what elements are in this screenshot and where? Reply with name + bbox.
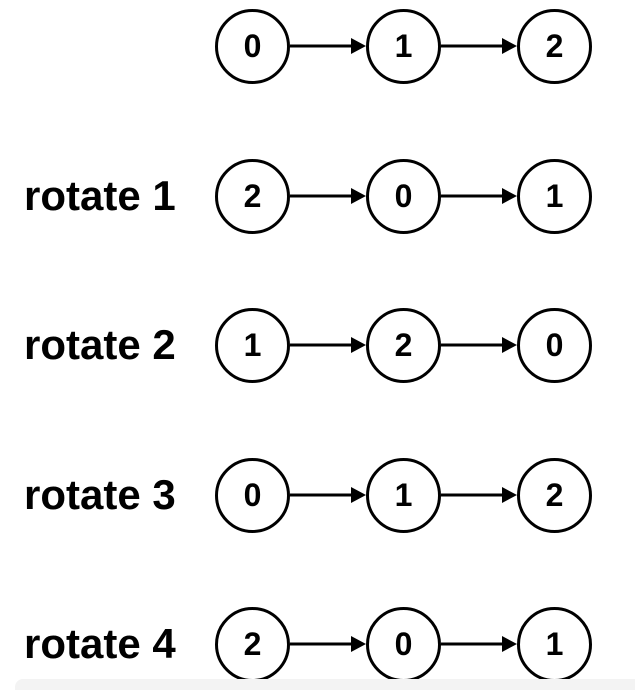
- node-value: 1: [394, 477, 413, 513]
- row-label: rotate 3: [24, 471, 176, 518]
- node-value: 0: [243, 28, 262, 64]
- list-node: 2: [215, 158, 290, 234]
- bottom-panel-edge: [15, 679, 635, 690]
- list-row-rotate-1: rotate 1 2 0 1: [0, 158, 635, 234]
- list-node: 1: [215, 307, 290, 383]
- linked-list-chain: 0 1 2: [215, 8, 592, 84]
- next-pointer-arrow-icon: [441, 37, 517, 55]
- next-pointer-arrow-icon: [290, 187, 366, 205]
- node-value: 2: [394, 327, 413, 363]
- linked-list-chain: 1 2 0: [215, 307, 592, 383]
- list-node: 2: [517, 457, 592, 533]
- list-row-rotate-3: rotate 3 0 1 2: [0, 457, 635, 533]
- list-node: 0: [366, 606, 441, 682]
- node-value: 2: [545, 28, 564, 64]
- node-value: 1: [545, 626, 564, 662]
- next-pointer-arrow-icon: [290, 37, 366, 55]
- node-value: 0: [394, 626, 413, 662]
- linked-list-chain: 2 0 1: [215, 606, 592, 682]
- list-node: 1: [366, 457, 441, 533]
- list-row-rotate-2: rotate 2 1 2 0: [0, 307, 635, 383]
- list-node: 1: [366, 8, 441, 84]
- next-pointer-arrow-icon: [441, 635, 517, 653]
- next-pointer-arrow-icon: [290, 486, 366, 504]
- list-row-rotate-4: rotate 4 2 0 1: [0, 606, 635, 682]
- node-value: 2: [545, 477, 564, 513]
- next-pointer-arrow-icon: [441, 187, 517, 205]
- next-pointer-arrow-icon: [290, 635, 366, 653]
- linked-list-chain: 0 1 2: [215, 457, 592, 533]
- list-node: 1: [517, 158, 592, 234]
- next-pointer-arrow-icon: [290, 336, 366, 354]
- list-node: 0: [215, 457, 290, 533]
- node-value: 1: [545, 178, 564, 214]
- list-node: 0: [517, 307, 592, 383]
- next-pointer-arrow-icon: [441, 486, 517, 504]
- node-value: 2: [243, 626, 262, 662]
- list-node: 0: [366, 158, 441, 234]
- list-node: 0: [215, 8, 290, 84]
- list-node: 2: [215, 606, 290, 682]
- list-row-initial: 0 1 2: [0, 8, 635, 84]
- node-value: 0: [545, 327, 564, 363]
- row-label: rotate 4: [24, 620, 176, 667]
- node-value: 1: [394, 28, 413, 64]
- linked-list-chain: 2 0 1: [215, 158, 592, 234]
- row-label: rotate 2: [24, 321, 176, 368]
- list-node: 2: [517, 8, 592, 84]
- row-label: rotate 1: [24, 172, 176, 219]
- node-value: 0: [243, 477, 262, 513]
- node-value: 2: [243, 178, 262, 214]
- list-node: 1: [517, 606, 592, 682]
- list-node: 2: [366, 307, 441, 383]
- node-value: 1: [243, 327, 262, 363]
- next-pointer-arrow-icon: [441, 336, 517, 354]
- node-value: 0: [394, 178, 413, 214]
